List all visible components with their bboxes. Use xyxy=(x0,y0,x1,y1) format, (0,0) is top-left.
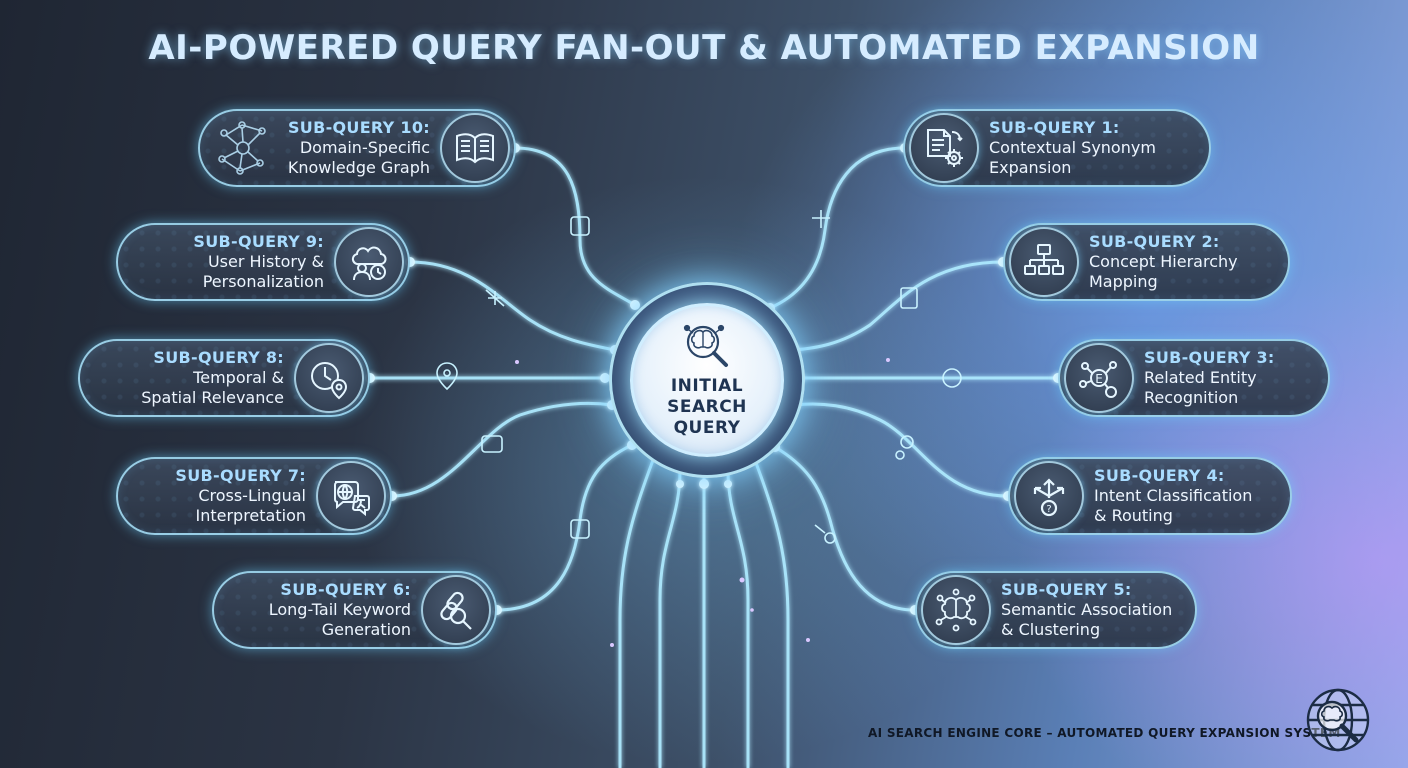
sub-query-6-line2: Generation xyxy=(321,620,411,639)
sub-query-9-node: SUB-QUERY 9: User History & Personalizat… xyxy=(116,223,410,301)
sub-query-3-label: SUB-QUERY 3: Related Entity Recognition xyxy=(1144,348,1275,408)
sub-query-3-heading: SUB-QUERY 3: xyxy=(1144,348,1275,367)
sub-query-2-line2: Mapping xyxy=(1089,272,1158,291)
entity-network-icon: E xyxy=(1064,343,1134,413)
sub-query-5-line1: Semantic Association xyxy=(1001,600,1173,619)
page-title: AI-POWERED QUERY FAN-OUT & AUTOMATED EXP… xyxy=(148,28,1260,68)
sub-query-1-line2: Expansion xyxy=(989,158,1072,177)
sub-query-8-label: SUB-QUERY 8: Temporal & Spatial Relevanc… xyxy=(141,348,284,408)
sub-query-10-heading: SUB-QUERY 10: xyxy=(287,118,430,137)
sub-query-1-heading: SUB-QUERY 1: xyxy=(989,118,1120,137)
brain-network-icon xyxy=(921,575,991,645)
sub-query-10-label: SUB-QUERY 10: Domain-Specific Knowledge … xyxy=(288,118,430,178)
sub-query-4-line1: Intent Classification xyxy=(1094,486,1253,505)
clock-pin-icon xyxy=(294,343,364,413)
hub-label-line3: QUERY xyxy=(673,418,741,438)
sub-query-5-heading: SUB-QUERY 5: xyxy=(1001,580,1132,599)
sub-query-2-node: SUB-QUERY 2: Concept Hierarchy Mapping xyxy=(1003,223,1290,301)
globe-translate-icon xyxy=(316,461,386,531)
open-book-icon xyxy=(440,113,510,183)
sub-query-7-label: SUB-QUERY 7: Cross-Lingual Interpretatio… xyxy=(175,466,306,526)
hub-label-line1: INITIAL xyxy=(670,376,744,396)
sub-query-8-heading: SUB-QUERY 8: xyxy=(153,348,284,367)
sub-query-5-line2: & Clustering xyxy=(1001,620,1101,639)
sub-query-8-line1: Temporal & xyxy=(193,368,284,387)
sub-query-3-line2: Recognition xyxy=(1144,388,1239,407)
sub-query-9-heading: SUB-QUERY 9: xyxy=(193,232,324,251)
network-graph-icon xyxy=(218,121,266,175)
sub-query-10-line1: Domain-Specific xyxy=(299,138,430,157)
sub-query-10-node: SUB-QUERY 10: Domain-Specific Knowledge … xyxy=(198,109,516,187)
document-gear-icon xyxy=(909,113,979,183)
hub-label-line2: SEARCH xyxy=(667,397,747,417)
sub-query-4-line2: & Routing xyxy=(1094,506,1173,525)
sub-query-10-line2: Knowledge Graph xyxy=(287,158,430,177)
sub-query-2-heading: SUB-QUERY 2: xyxy=(1089,232,1220,251)
sub-query-4-node: ? SUB-QUERY 4: Intent Classification & R… xyxy=(1008,457,1292,535)
sub-query-6-node: SUB-QUERY 6: Long-Tail Keyword Generatio… xyxy=(212,571,497,649)
sub-query-1-label: SUB-QUERY 1: Contextual Synonym Expansio… xyxy=(989,118,1156,178)
sub-query-2-label: SUB-QUERY 2: Concept Hierarchy Mapping xyxy=(1089,232,1238,292)
sub-query-9-line2: Personalization xyxy=(202,272,324,291)
sub-query-4-label: SUB-QUERY 4: Intent Classification & Rou… xyxy=(1094,466,1252,526)
sub-query-6-label: SUB-QUERY 6: Long-Tail Keyword Generatio… xyxy=(269,580,411,640)
sub-query-1-node: SUB-QUERY 1: Contextual Synonym Expansio… xyxy=(903,109,1211,187)
sub-query-8-node: SUB-QUERY 8: Temporal & Spatial Relevanc… xyxy=(78,339,370,417)
sub-query-9-label: SUB-QUERY 9: User History & Personalizat… xyxy=(193,232,324,292)
hierarchy-icon xyxy=(1009,227,1079,297)
sub-query-4-heading: SUB-QUERY 4: xyxy=(1094,466,1225,485)
sub-query-7-node: SUB-QUERY 7: Cross-Lingual Interpretatio… xyxy=(116,457,392,535)
sub-query-2-line1: Concept Hierarchy xyxy=(1089,252,1238,271)
sub-query-6-line1: Long-Tail Keyword xyxy=(268,600,411,619)
sub-query-3-node: E SUB-QUERY 3: Related Entity Recognitio… xyxy=(1058,339,1330,417)
hub-label: INITIAL SEARCH QUERY xyxy=(667,376,747,439)
footer-caption: AI SEARCH ENGINE CORE – AUTOMATED QUERY … xyxy=(868,726,1341,740)
sub-query-8-line2: Spatial Relevance xyxy=(141,388,284,407)
sub-query-1-line1: Contextual Synonym xyxy=(989,138,1156,157)
sub-query-7-line2: Interpretation xyxy=(195,506,306,525)
sub-query-3-line1: Related Entity xyxy=(1144,368,1257,387)
sub-query-7-line1: Cross-Lingual xyxy=(198,486,306,505)
brain-magnifier-icon xyxy=(683,324,728,367)
sub-query-6-heading: SUB-QUERY 6: xyxy=(280,580,411,599)
sub-query-5-label: SUB-QUERY 5: Semantic Association & Clus… xyxy=(1001,580,1172,640)
user-clock-icon xyxy=(334,227,404,297)
sub-query-7-heading: SUB-QUERY 7: xyxy=(175,466,306,485)
sub-query-9-line1: User History & xyxy=(207,252,324,271)
svg-text:?: ? xyxy=(1046,504,1051,515)
chain-search-icon xyxy=(421,575,491,645)
hub-core: INITIAL SEARCH QUERY xyxy=(630,303,784,457)
svg-text:E: E xyxy=(1095,372,1103,386)
globe-brain-logo-icon xyxy=(1306,688,1370,752)
split-arrows-icon: ? xyxy=(1014,461,1084,531)
initial-search-query-hub: INITIAL SEARCH QUERY xyxy=(609,282,805,478)
sub-query-5-node: SUB-QUERY 5: Semantic Association & Clus… xyxy=(915,571,1197,649)
